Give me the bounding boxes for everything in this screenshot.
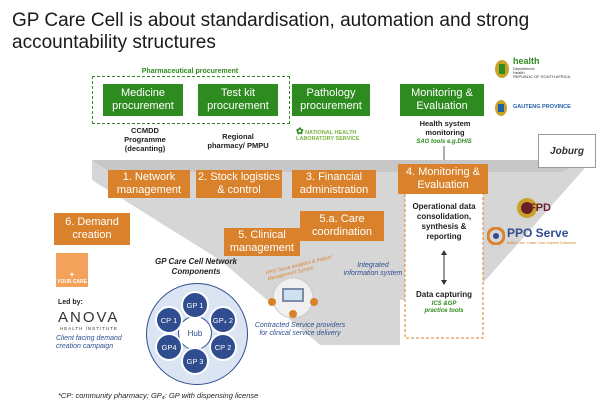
pharmaceutical-procurement-group xyxy=(92,76,290,124)
health-logo: health Department: Health REPUBLIC OF SO… xyxy=(493,56,593,86)
ccmdd-label: CCMDD Programme (decanting) xyxy=(124,126,166,153)
gpd2-node: GP₄ 2 xyxy=(209,306,237,334)
client-facing-label: Client facing demand creation campaign xyxy=(56,335,122,350)
led-by-label: Led by: xyxy=(58,299,83,306)
your-care-logo: + YOUR CARE xyxy=(56,253,88,287)
data-capturing-label: Data capturing xyxy=(415,290,472,299)
medicine-procurement-box: Medicine procurement xyxy=(103,84,183,116)
ppo-analytics-illustration xyxy=(268,277,318,319)
operational-data-label: Operational data consolidation, synthesi… xyxy=(412,202,476,241)
stock-logistics-box: 2. Stock logistics & control xyxy=(196,170,282,198)
gp4-node: GP4 xyxy=(155,333,183,361)
health-logo-text: health xyxy=(513,56,540,66)
network-management-box: 1. Network management xyxy=(108,170,190,198)
health-logo-health: Health xyxy=(513,70,525,75)
coat-of-arms-icon xyxy=(495,60,509,78)
gauteng-label: GAUTENG PROVINCE xyxy=(513,104,571,110)
financial-administration-box: 3. Financial administration xyxy=(292,170,376,198)
hub-node: Hub xyxy=(178,316,212,350)
contracted-providers-label: Contracted Service providers for clinica… xyxy=(254,322,346,337)
gauteng-crest-icon xyxy=(495,100,507,116)
testkit-procurement-box: Test kit procurement xyxy=(198,84,278,116)
health-system-monitoring-label: Health system monitoring xyxy=(419,119,471,137)
anova-logo: ANOVA xyxy=(58,309,120,326)
cp1-node: CP 1 xyxy=(155,306,183,334)
nhls-leaf-icon: ✿ xyxy=(296,126,304,136)
nhls-label: NATIONAL HEALTH LABORATORY SERVICE xyxy=(296,130,360,142)
joburg-label: Joburg xyxy=(550,145,584,157)
joburg-logo: Joburg xyxy=(538,134,596,168)
pposerve-icon xyxy=(487,227,505,245)
regional-pharmacy-label: Regional pharmacy/ PMPU xyxy=(207,132,269,150)
pposerve-logo: PPO Serve Better Care. Lower Cost. Inspi… xyxy=(487,224,599,254)
health-logo-republic: REPUBLIC OF SOUTH AFRICA xyxy=(513,74,571,79)
ics-gp-tools-label: ICS &GP practice tools xyxy=(424,301,464,314)
pposerve-label: PPO Serve xyxy=(507,226,569,240)
integrated-info-label: Integrated information system xyxy=(343,262,403,277)
sag-tools-label: SAG tools e.g.DHIS xyxy=(416,139,472,145)
care-coordination-box: 5.a. Care coordination xyxy=(300,211,384,241)
pathology-procurement-box: Pathology procurement xyxy=(292,84,370,116)
monitoring-evaluation-box: Monitoring & Evaluation xyxy=(400,84,484,116)
gp3-node: GP 3 xyxy=(181,347,209,375)
demand-creation-box: 6. Demand creation xyxy=(54,213,130,245)
clinical-management-box: 5. Clinical management xyxy=(224,228,300,256)
network-components-title: GP Care Cell Network Components xyxy=(155,257,237,276)
your-care-label: YOUR CARE xyxy=(56,279,87,285)
fpd-emblem-icon xyxy=(517,198,537,218)
nhls-logo: ✿ NATIONAL HEALTH LABORATORY SERVICE xyxy=(296,126,368,143)
fpd-logo: FPD xyxy=(515,196,555,222)
footnote: *CP: community pharmacy; GP₄: GP with di… xyxy=(58,391,259,400)
plus-icon: + xyxy=(69,270,75,279)
anova-subtitle: HEALTH INSTITUTE xyxy=(60,326,118,331)
pposerve-tagline: Better Care. Lower Cost. Inspired Outcom… xyxy=(507,241,576,245)
pharmaceutical-procurement-label: Pharmaceutical procurement xyxy=(141,68,239,75)
cp2-node: CP 2 xyxy=(209,333,237,361)
page-title: GP Care Cell is about standardisation, a… xyxy=(12,10,530,53)
gp1-node: GP 1 xyxy=(181,291,209,319)
gauteng-logo: GAUTENG PROVINCE xyxy=(493,98,597,120)
monitoring-evaluation-orange-box: 4. Monitoring & Evaluation xyxy=(398,164,488,194)
fpd-label: FPD xyxy=(529,202,551,214)
health-logo-dept: Department: xyxy=(513,66,536,71)
